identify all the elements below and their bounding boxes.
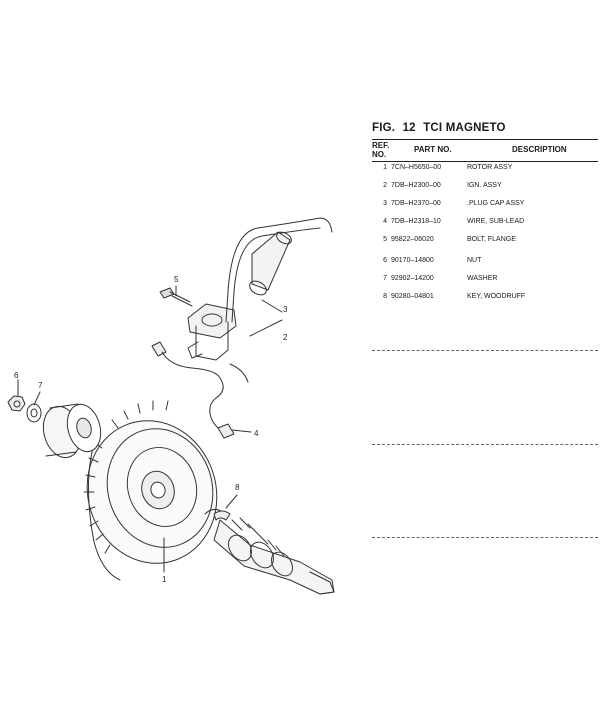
table-row: 3 7DB–H2370–00 .PLUG CAP ASSY: [383, 200, 525, 207]
table-row: 1 7CN–H5650–00 ROTOR ASSY: [383, 164, 513, 171]
exploded-parts-diagram: 1 2 3 4 5 6 7 8: [7, 217, 335, 595]
nut-drawing: [7, 395, 26, 412]
callout-4: 4: [254, 429, 259, 438]
fig-label: FIG.: [372, 122, 396, 134]
table-row: 8 90280–04801 KEY, WOODRUFF: [383, 293, 526, 300]
divider-dashed-3: [372, 537, 598, 538]
woodruff-key-drawing: [213, 510, 231, 521]
starter-cup-drawing: [42, 403, 102, 459]
washer-drawing: [26, 403, 42, 423]
plug-cap-drawing: [249, 231, 292, 296]
table-row: 7 92902–14200 WASHER: [383, 275, 498, 282]
table-row: 6 90170–14800 NUT: [383, 257, 482, 264]
bolt-drawing: [159, 287, 193, 307]
column-header-part-no: PART NO.: [414, 145, 452, 154]
fig-name: TCI MAGNETO: [423, 122, 506, 134]
table-row: 5 95822–06020 BOLT, FLANGE: [383, 236, 516, 243]
callout-6: 6: [14, 371, 19, 380]
callout-3: 3: [283, 305, 288, 314]
table-row: 4 7DB–H2318–10 WIRE, SUB-LEAD: [383, 218, 525, 225]
divider-dashed-2: [372, 444, 598, 445]
header-bottom-rule: [372, 161, 598, 162]
divider-dashed-1: [372, 350, 598, 351]
rotor-assy-drawing: [83, 400, 218, 581]
table-row: 2 7DB–H2300–00 IGN. ASSY: [383, 182, 502, 189]
callout-5: 5: [174, 275, 179, 284]
column-header-ref: REF. NO.: [372, 141, 390, 159]
callout-1: 1: [162, 575, 167, 584]
crankshaft-drawing: [204, 508, 335, 595]
sub-lead-wire-drawing: [151, 341, 249, 439]
column-header-description: DESCRIPTION: [512, 145, 567, 154]
header-top-rule: [372, 139, 598, 140]
fig-number: 12: [402, 122, 416, 134]
figure-title: FIG. 12 TCI MAGNETO: [372, 122, 510, 134]
ignition-coil-drawing: [187, 217, 333, 361]
callout-7: 7: [38, 381, 43, 390]
callout-8: 8: [235, 483, 240, 492]
callout-2: 2: [283, 333, 288, 342]
